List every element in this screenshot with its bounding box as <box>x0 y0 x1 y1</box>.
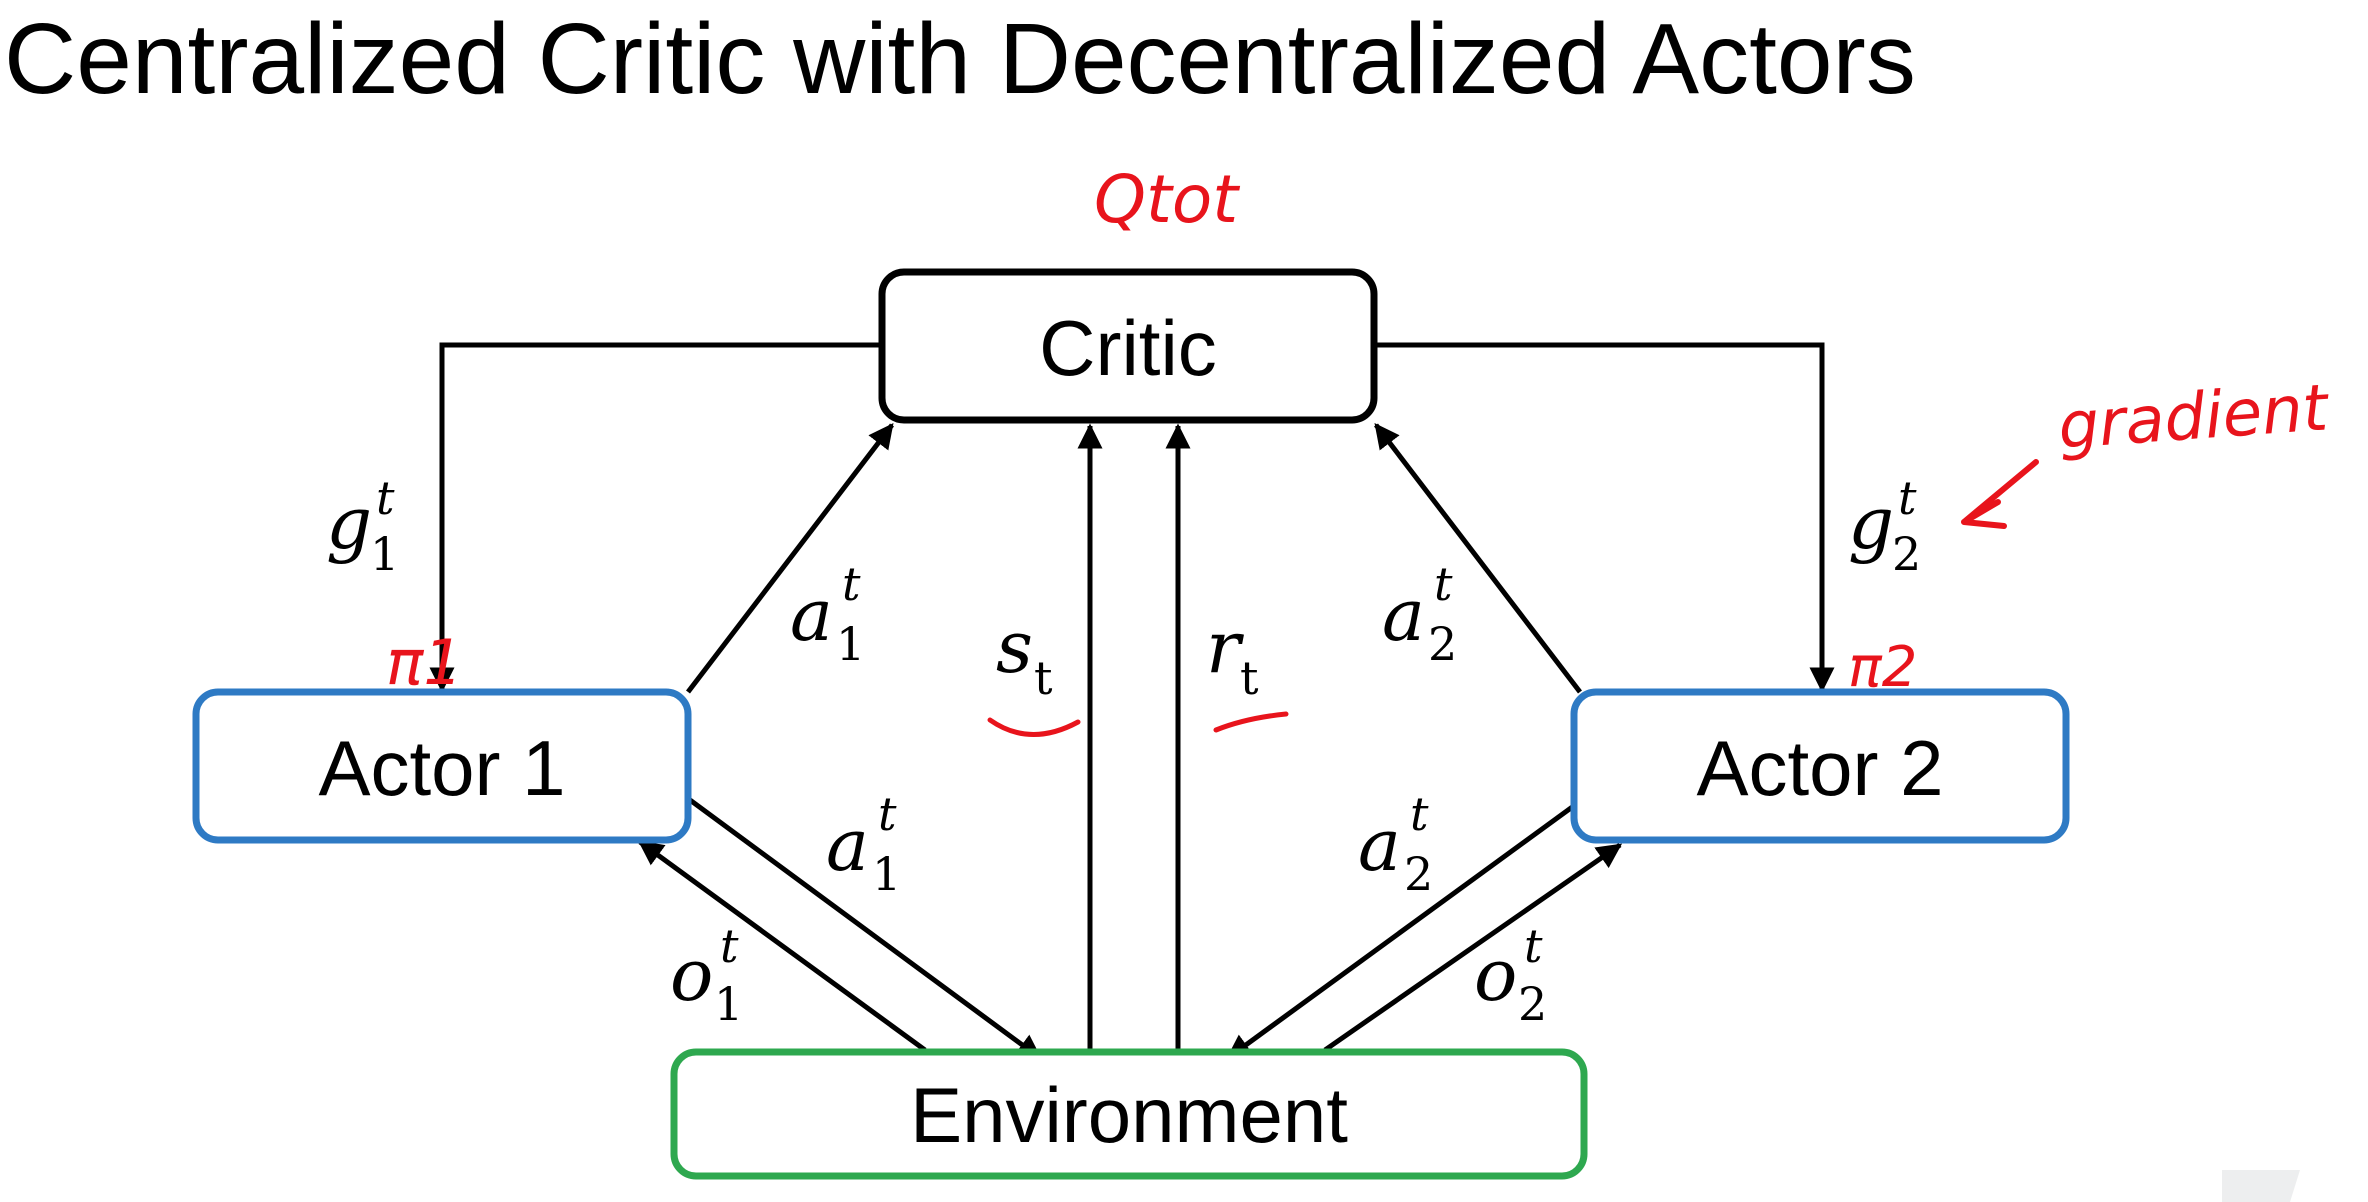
a2-env-sub: 2 <box>1404 847 1433 901</box>
g1-base: g <box>326 481 372 565</box>
o2-sup: t <box>1524 919 1543 973</box>
a2-env-sup: t <box>1410 787 1429 841</box>
underline-s-icon <box>987 717 1081 737</box>
edge-environment-to-actor1 <box>637 839 927 1053</box>
g1-sup: t <box>376 471 395 525</box>
g1-sub: 1 <box>370 527 399 581</box>
critic-node: Critic <box>878 268 1378 424</box>
g2-base: g <box>1848 481 1894 565</box>
a1-env-base: a <box>826 803 869 887</box>
edge-label-o2: o t 2 <box>1474 919 1547 1031</box>
edge-label-g1: g t 1 <box>326 471 399 581</box>
a1-critic-sub: 1 <box>836 617 865 671</box>
a1-env-sub: 1 <box>872 847 901 901</box>
edge-label-o1: o t 1 <box>670 919 743 1031</box>
annotation-arrow-icon <box>1961 459 2039 529</box>
actor2-label: Actor 2 <box>1696 724 1943 812</box>
a2-critic-sub: 2 <box>1428 617 1457 671</box>
a1-critic-base: a <box>790 573 833 657</box>
g2-sub: 2 <box>1892 527 1921 581</box>
edge-label-s: s t <box>996 605 1053 705</box>
edge-label-a2-env: a t 2 <box>1358 787 1433 901</box>
edge-actor2-to-critic <box>1374 423 1582 694</box>
actor1-node: Actor 1 <box>192 688 692 844</box>
o2-base: o <box>1474 933 1517 1017</box>
environment-node: Environment <box>670 1048 1588 1180</box>
edge-label-g2: g t 2 <box>1848 471 1921 581</box>
r-sub: t <box>1240 651 1259 705</box>
a1-critic-sup: t <box>842 557 861 611</box>
g2-sup: t <box>1898 471 1917 525</box>
connectors <box>429 342 1835 1061</box>
r-base: r <box>1206 605 1244 689</box>
o1-sup: t <box>720 919 739 973</box>
critic-label: Critic <box>1039 304 1217 392</box>
annotation-pi2: π2 <box>1848 635 1917 700</box>
handwritten-annotations: Qtot π1 π2 gradient <box>386 161 2333 737</box>
annotation-pi1: π1 <box>386 626 463 699</box>
actor2-node: Actor 2 <box>1570 688 2070 844</box>
annotation-gradient: gradient <box>2056 371 2333 464</box>
a2-critic-sup: t <box>1434 557 1453 611</box>
play-icon <box>2222 1170 2300 1202</box>
edge-label-r: r t <box>1206 605 1259 705</box>
a2-env-base: a <box>1358 803 1401 887</box>
edge-critic-to-actor2 <box>1374 342 1835 693</box>
edge-actor1-to-environment <box>688 797 1043 1061</box>
a2-critic-base: a <box>1382 573 1425 657</box>
edge-critic-to-actor1 <box>429 342 882 693</box>
edge-environment-to-actor2 <box>1323 842 1623 1053</box>
edge-actor1-to-critic <box>686 423 894 694</box>
o2-sub: 2 <box>1518 977 1547 1031</box>
a1-env-sup: t <box>878 787 897 841</box>
s-sub: t <box>1034 651 1053 705</box>
actor1-label: Actor 1 <box>318 724 565 812</box>
edge-label-a1-env: a t 1 <box>826 787 901 901</box>
o1-base: o <box>670 933 713 1017</box>
o1-sub: 1 <box>714 977 743 1031</box>
edge-actor2-to-environment <box>1225 802 1577 1061</box>
edge-label-a1-critic: a t 1 <box>790 557 865 671</box>
s-base: s <box>996 605 1033 689</box>
slide-title: Centralized Critic with Decentralized Ac… <box>4 3 1916 115</box>
edge-label-a2-critic: a t 2 <box>1382 557 1457 671</box>
environment-label: Environment <box>910 1071 1348 1159</box>
underline-r-icon <box>1213 711 1289 733</box>
annotation-qtot: Qtot <box>1094 161 1240 238</box>
